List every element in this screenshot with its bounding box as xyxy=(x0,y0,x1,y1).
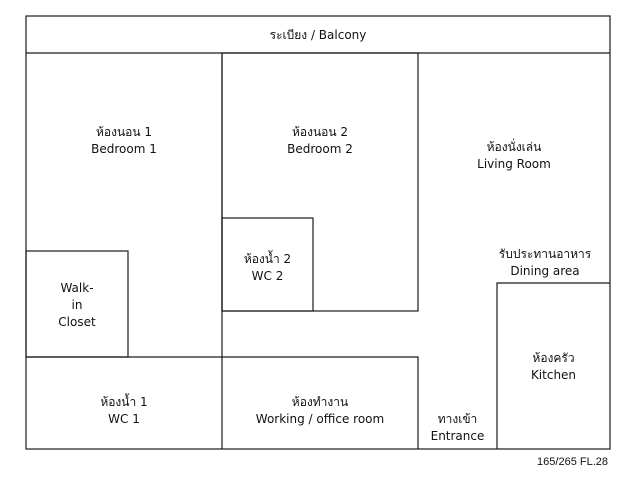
wc1-label: ห้องน้ำ 1 WC 1 xyxy=(26,394,222,428)
wc2-english: WC 2 xyxy=(251,269,284,283)
bedroom2-label: ห้องนอน 2 Bedroom 2 xyxy=(222,124,418,158)
bedroom2-thai: ห้องนอน 2 xyxy=(291,125,349,139)
entrance-label: ทางเข้า Entrance xyxy=(418,411,497,445)
bedroom2-outline xyxy=(221,52,419,312)
dining-area-label: รับประทานอาหาร Dining area xyxy=(470,246,620,280)
dining-area-thai: รับประทานอาหาร xyxy=(498,247,592,261)
wc2-label: ห้องน้ำ 2 WC 2 xyxy=(222,251,313,285)
wc1-thai: ห้องน้ำ 1 xyxy=(100,395,148,409)
unit-code: 165/265 FL.28 xyxy=(537,456,608,468)
outer-wall xyxy=(25,15,611,450)
dining-area-english: Dining area xyxy=(510,264,580,278)
kitchen-thai: ห้องครัว xyxy=(532,351,575,365)
kitchen-label: ห้องครัว Kitchen xyxy=(497,350,610,384)
closet-line-2: in xyxy=(71,298,83,312)
wc2-outline xyxy=(221,217,314,312)
kitchen-outline xyxy=(496,282,610,449)
entrance-english: Entrance xyxy=(430,429,485,443)
living-room-label: ห้องนั่งเล่น Living Room xyxy=(418,139,610,173)
office-room-label: ห้องทำงาน Working / office room xyxy=(222,394,418,428)
wc2-thai: ห้องน้ำ 2 xyxy=(243,252,292,266)
bedroom2-english: Bedroom 2 xyxy=(287,142,353,156)
balcony-label: ระเบียง / Balcony xyxy=(269,28,367,42)
bedroom1-english: Bedroom 1 xyxy=(91,142,157,156)
bedroom1-label: ห้องนอน 1 Bedroom 1 xyxy=(26,124,222,158)
bedroom1-thai: ห้องนอน 1 xyxy=(95,125,153,139)
office-room-thai: ห้องทำงาน xyxy=(291,395,349,409)
office-room-english: Working / office room xyxy=(255,412,385,426)
wc1-english: WC 1 xyxy=(108,412,140,426)
living-room-english: Living Room xyxy=(477,157,551,171)
kitchen-english: Kitchen xyxy=(530,368,577,382)
closet-line-1: Walk- xyxy=(60,281,94,295)
walk-in-closet-label: Walk- in Closet xyxy=(26,280,128,331)
entrance-thai: ทางเข้า xyxy=(437,412,478,426)
office-outline xyxy=(222,356,419,449)
closet-line-3: Closet xyxy=(58,315,96,329)
living-room-thai: ห้องนั่งเล่น xyxy=(486,140,542,154)
